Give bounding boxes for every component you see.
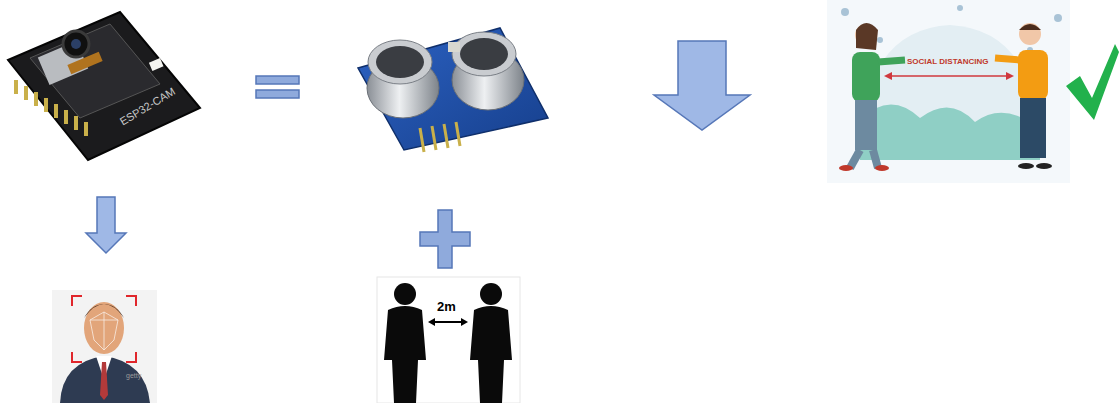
down-arrow [86,197,126,253]
dimension-label: 2m [437,300,456,313]
illustration-text: SOCIAL DISTANCING [907,58,988,66]
two-people-distance [377,277,520,403]
watermark: getty [126,372,141,379]
check-mark [1066,44,1119,120]
face-recognition-picture [52,290,157,403]
social-distancing-illustration [827,0,1070,183]
down-arrow [654,41,750,130]
ultrasonic-sensor [358,28,548,152]
equals-sign [256,76,299,98]
esp32-cam-board [8,12,200,160]
plus-sign [420,210,470,268]
